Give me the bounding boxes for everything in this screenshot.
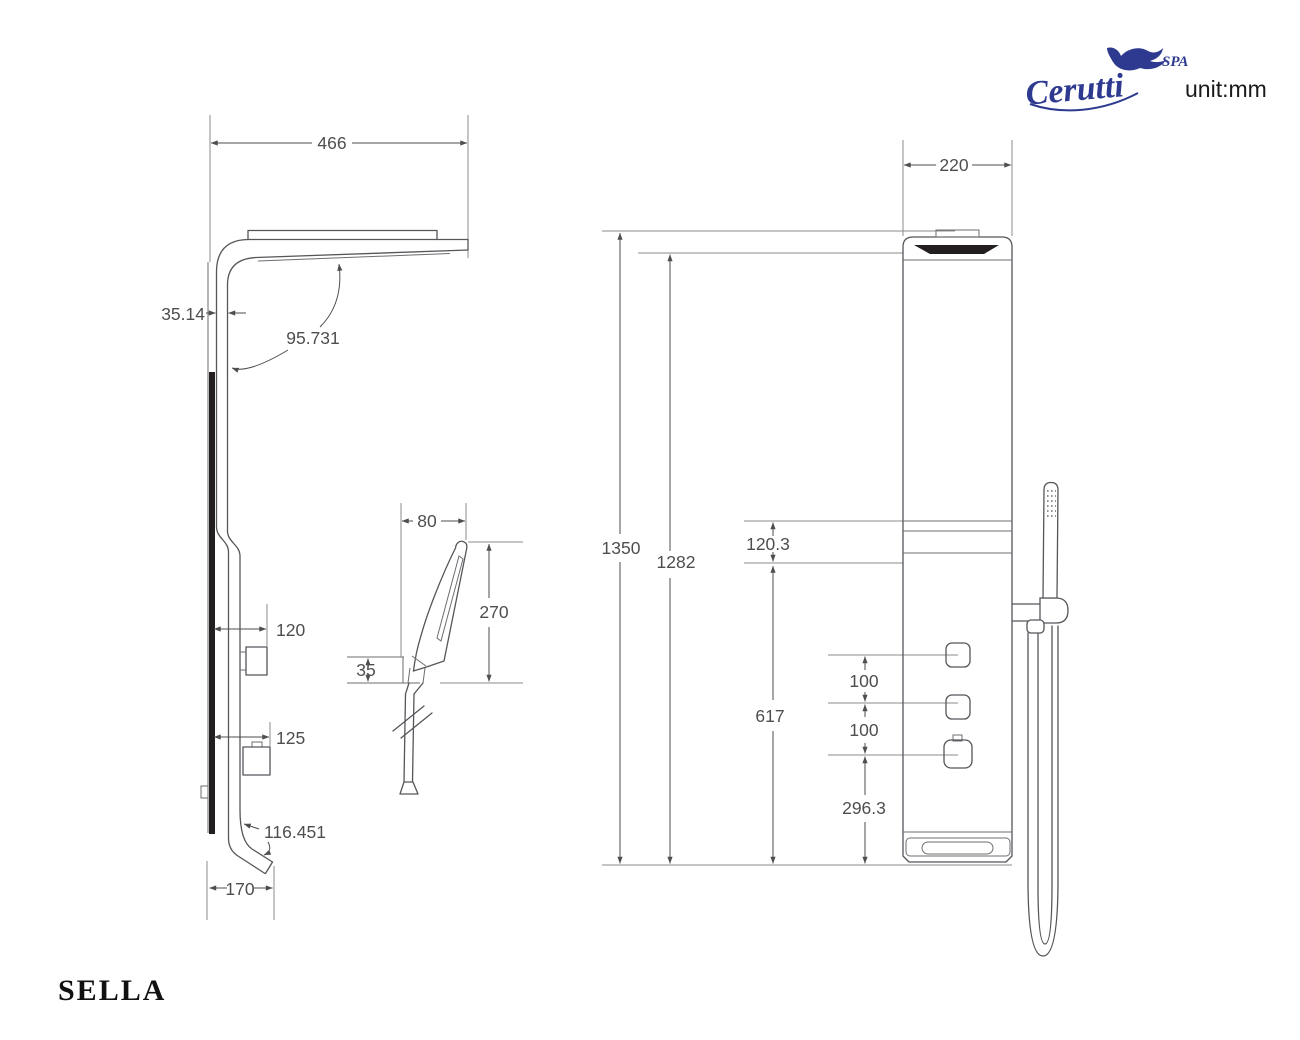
wand-holder	[1039, 597, 1069, 624]
dim-side-wall-offset: 35.14	[161, 304, 205, 324]
dim-front-knob-gap-lower: 100	[849, 720, 878, 740]
dim-side-shelf-angle: 95.731	[286, 328, 340, 348]
model-name: SELLA	[58, 974, 166, 1007]
dim-hand-head-width: 80	[417, 511, 437, 531]
dim-hand-bracket: 35	[356, 660, 375, 680]
dim-hand-length: 270	[479, 602, 508, 622]
side-view-drawing: 466 35.14 95.731 120 125	[161, 115, 469, 920]
front-knob-3	[943, 739, 973, 769]
hose-loop-inner	[1037, 625, 1053, 945]
hose-collar	[1026, 619, 1045, 634]
top-shelf-lip	[247, 229, 438, 241]
hand-shower-wand-front	[1042, 481, 1059, 599]
hose-break-mark	[392, 705, 425, 732]
dim-side-outlet-angle: 116.451	[264, 822, 326, 842]
spout-slot	[921, 841, 994, 855]
dim-side-lower-knob: 125	[276, 728, 305, 748]
dim-front-control-span: 617	[755, 706, 784, 726]
dim-side-base-depth: 170	[225, 879, 254, 899]
panel-top-tab	[935, 229, 980, 238]
wall-clip	[200, 785, 209, 799]
rain-head-front	[914, 245, 999, 254]
hose-loop-outer	[1027, 625, 1059, 957]
brand-logo: SPA Cerutti unit:mm	[1024, 47, 1267, 113]
wall-plate-bar	[209, 372, 215, 834]
hand-shower-drawing: 80 270 35	[347, 503, 523, 795]
side-lower-knob	[242, 746, 271, 776]
dim-front-panel-height: 1282	[657, 552, 696, 572]
dim-front-width: 220	[939, 155, 968, 175]
hose-cone-fitting	[399, 781, 419, 795]
dim-front-overall-height: 1350	[602, 538, 641, 558]
bottom-tray	[905, 837, 1011, 857]
front-knob-1	[945, 642, 971, 668]
front-view-drawing: 220 1350 1282	[602, 140, 1069, 957]
dolphin-icon	[1107, 47, 1166, 71]
dim-front-band: 120.3	[746, 534, 790, 554]
side-upper-knob	[245, 646, 268, 676]
dim-side-upper-knob: 120	[276, 620, 305, 640]
dim-side-top-width: 466	[317, 133, 346, 153]
panel-body	[902, 236, 1013, 863]
hand-shower-head	[412, 540, 468, 672]
unit-label: unit:mm	[1185, 76, 1267, 102]
dim-front-knob-gap-upper: 100	[849, 671, 878, 691]
brand-spa-label: SPA	[1162, 54, 1188, 70]
dim-front-base-offset: 296.3	[842, 798, 886, 818]
front-knob-2	[945, 694, 971, 720]
spray-face-dots	[1047, 490, 1056, 517]
brand-swash	[1029, 92, 1139, 112]
